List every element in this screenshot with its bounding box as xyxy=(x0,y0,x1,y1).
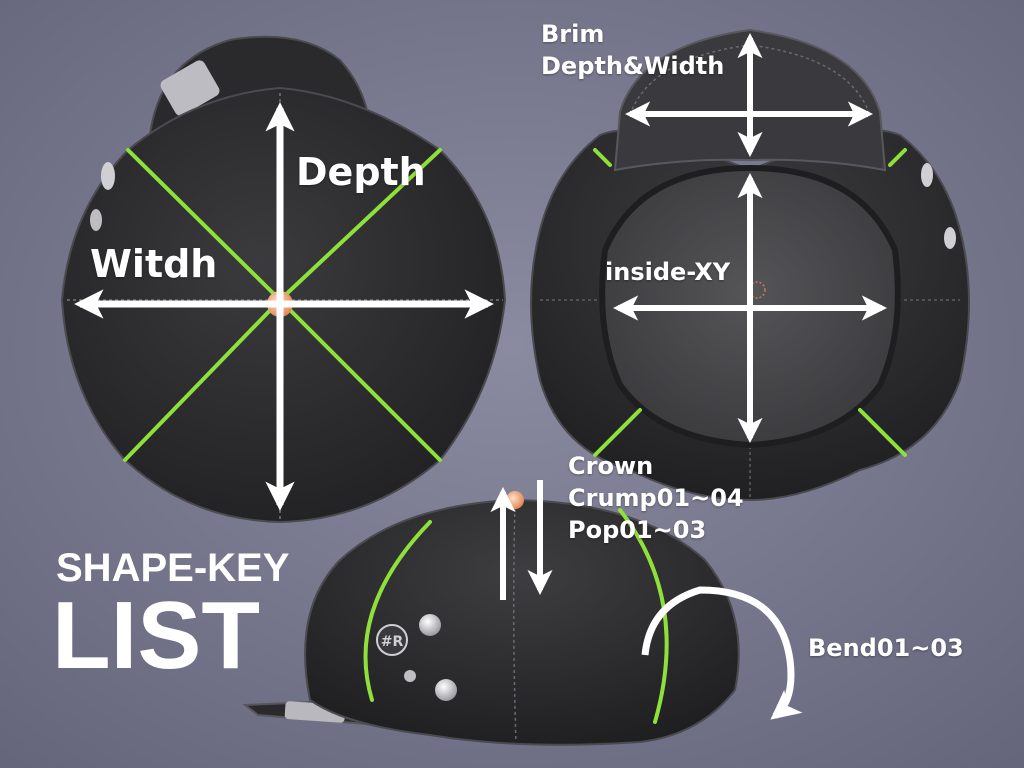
title-line-2: LIST xyxy=(52,582,260,689)
pop-label: Pop01~03 xyxy=(568,516,707,544)
brim-dims-label: Depth&Width xyxy=(541,52,725,80)
pin-badge xyxy=(435,679,457,701)
green-seams xyxy=(123,148,442,462)
green-seams-inside xyxy=(593,148,907,457)
pin-badge xyxy=(419,614,441,636)
title-line-1: SHAPE-KEY xyxy=(56,546,290,590)
side-eyelet xyxy=(101,162,115,190)
crown-label: Crown xyxy=(568,452,654,480)
depth-label: Depth xyxy=(296,150,426,194)
hashtag-pin xyxy=(376,624,408,656)
side-eyelet xyxy=(944,227,956,249)
side-eyelet xyxy=(404,670,416,682)
side-eyelet xyxy=(921,163,933,187)
crump-label: Crump01~04 xyxy=(568,484,744,512)
bend-label: Bend01~03 xyxy=(808,634,964,662)
brim-label: Brim xyxy=(541,20,605,48)
inside-xy-label: inside-XY xyxy=(605,258,731,286)
bend-curve-arrow xyxy=(641,586,803,720)
cap-side-view: #R xyxy=(242,491,740,746)
side-top-button xyxy=(506,491,524,509)
brim-tag xyxy=(160,60,220,116)
side-eyelet xyxy=(90,209,102,231)
width-label: Witdh xyxy=(90,242,218,286)
hashtag-pin-text: #R xyxy=(381,634,404,650)
side-crown xyxy=(304,498,740,746)
